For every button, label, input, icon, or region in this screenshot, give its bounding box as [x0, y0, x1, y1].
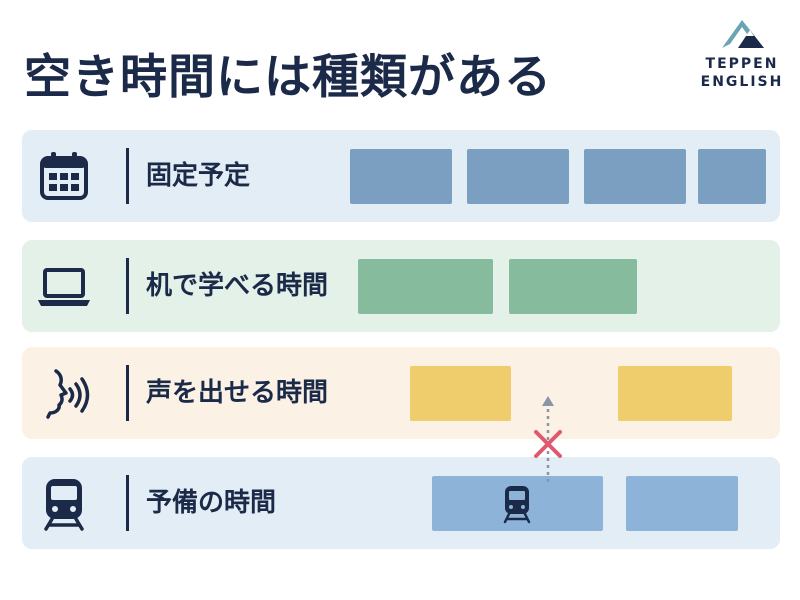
speaking-face-icon	[36, 365, 92, 421]
row-voice-time: 声を出せる時間	[22, 347, 780, 439]
train-icon	[36, 475, 92, 531]
voice-time-block	[618, 366, 732, 421]
row-divider	[126, 258, 129, 314]
cross-icon	[534, 430, 562, 458]
row-divider	[126, 148, 129, 204]
row-label-spare-time: 予備の時間	[146, 488, 277, 518]
row-label-desk-study-time: 机で学べる時間	[146, 271, 329, 301]
spare-time-block	[626, 476, 738, 531]
row-label-fixed-schedule: 固定予定	[146, 161, 251, 191]
fixed-time-block	[584, 149, 686, 204]
fixed-time-block	[467, 149, 569, 204]
row-divider	[126, 365, 129, 421]
mountain-logo-icon	[722, 20, 764, 48]
train-icon	[500, 484, 534, 524]
blocked-arrow	[530, 392, 566, 492]
voice-time-block	[410, 366, 511, 421]
logo-text-line1: TEPPEN	[705, 56, 779, 72]
calendar-icon	[36, 148, 92, 204]
fixed-time-block	[350, 149, 452, 204]
laptop-icon	[36, 258, 92, 314]
row-desk-study-time: 机で学べる時間	[22, 240, 780, 332]
row-label-voice-time: 声を出せる時間	[146, 378, 329, 408]
fixed-time-block	[698, 149, 766, 204]
desk-time-block	[509, 259, 637, 314]
spare-time-block	[432, 476, 603, 531]
row-divider	[126, 475, 129, 531]
row-spare-time: 予備の時間	[22, 457, 780, 549]
logo-text-line2: ENGLISH	[700, 74, 784, 90]
desk-time-block	[358, 259, 493, 314]
row-fixed-schedule: 固定予定	[22, 130, 780, 222]
page-title: 空き時間には種類がある	[24, 50, 552, 105]
teppen-english-logo: TEPPEN ENGLISH	[700, 16, 784, 96]
